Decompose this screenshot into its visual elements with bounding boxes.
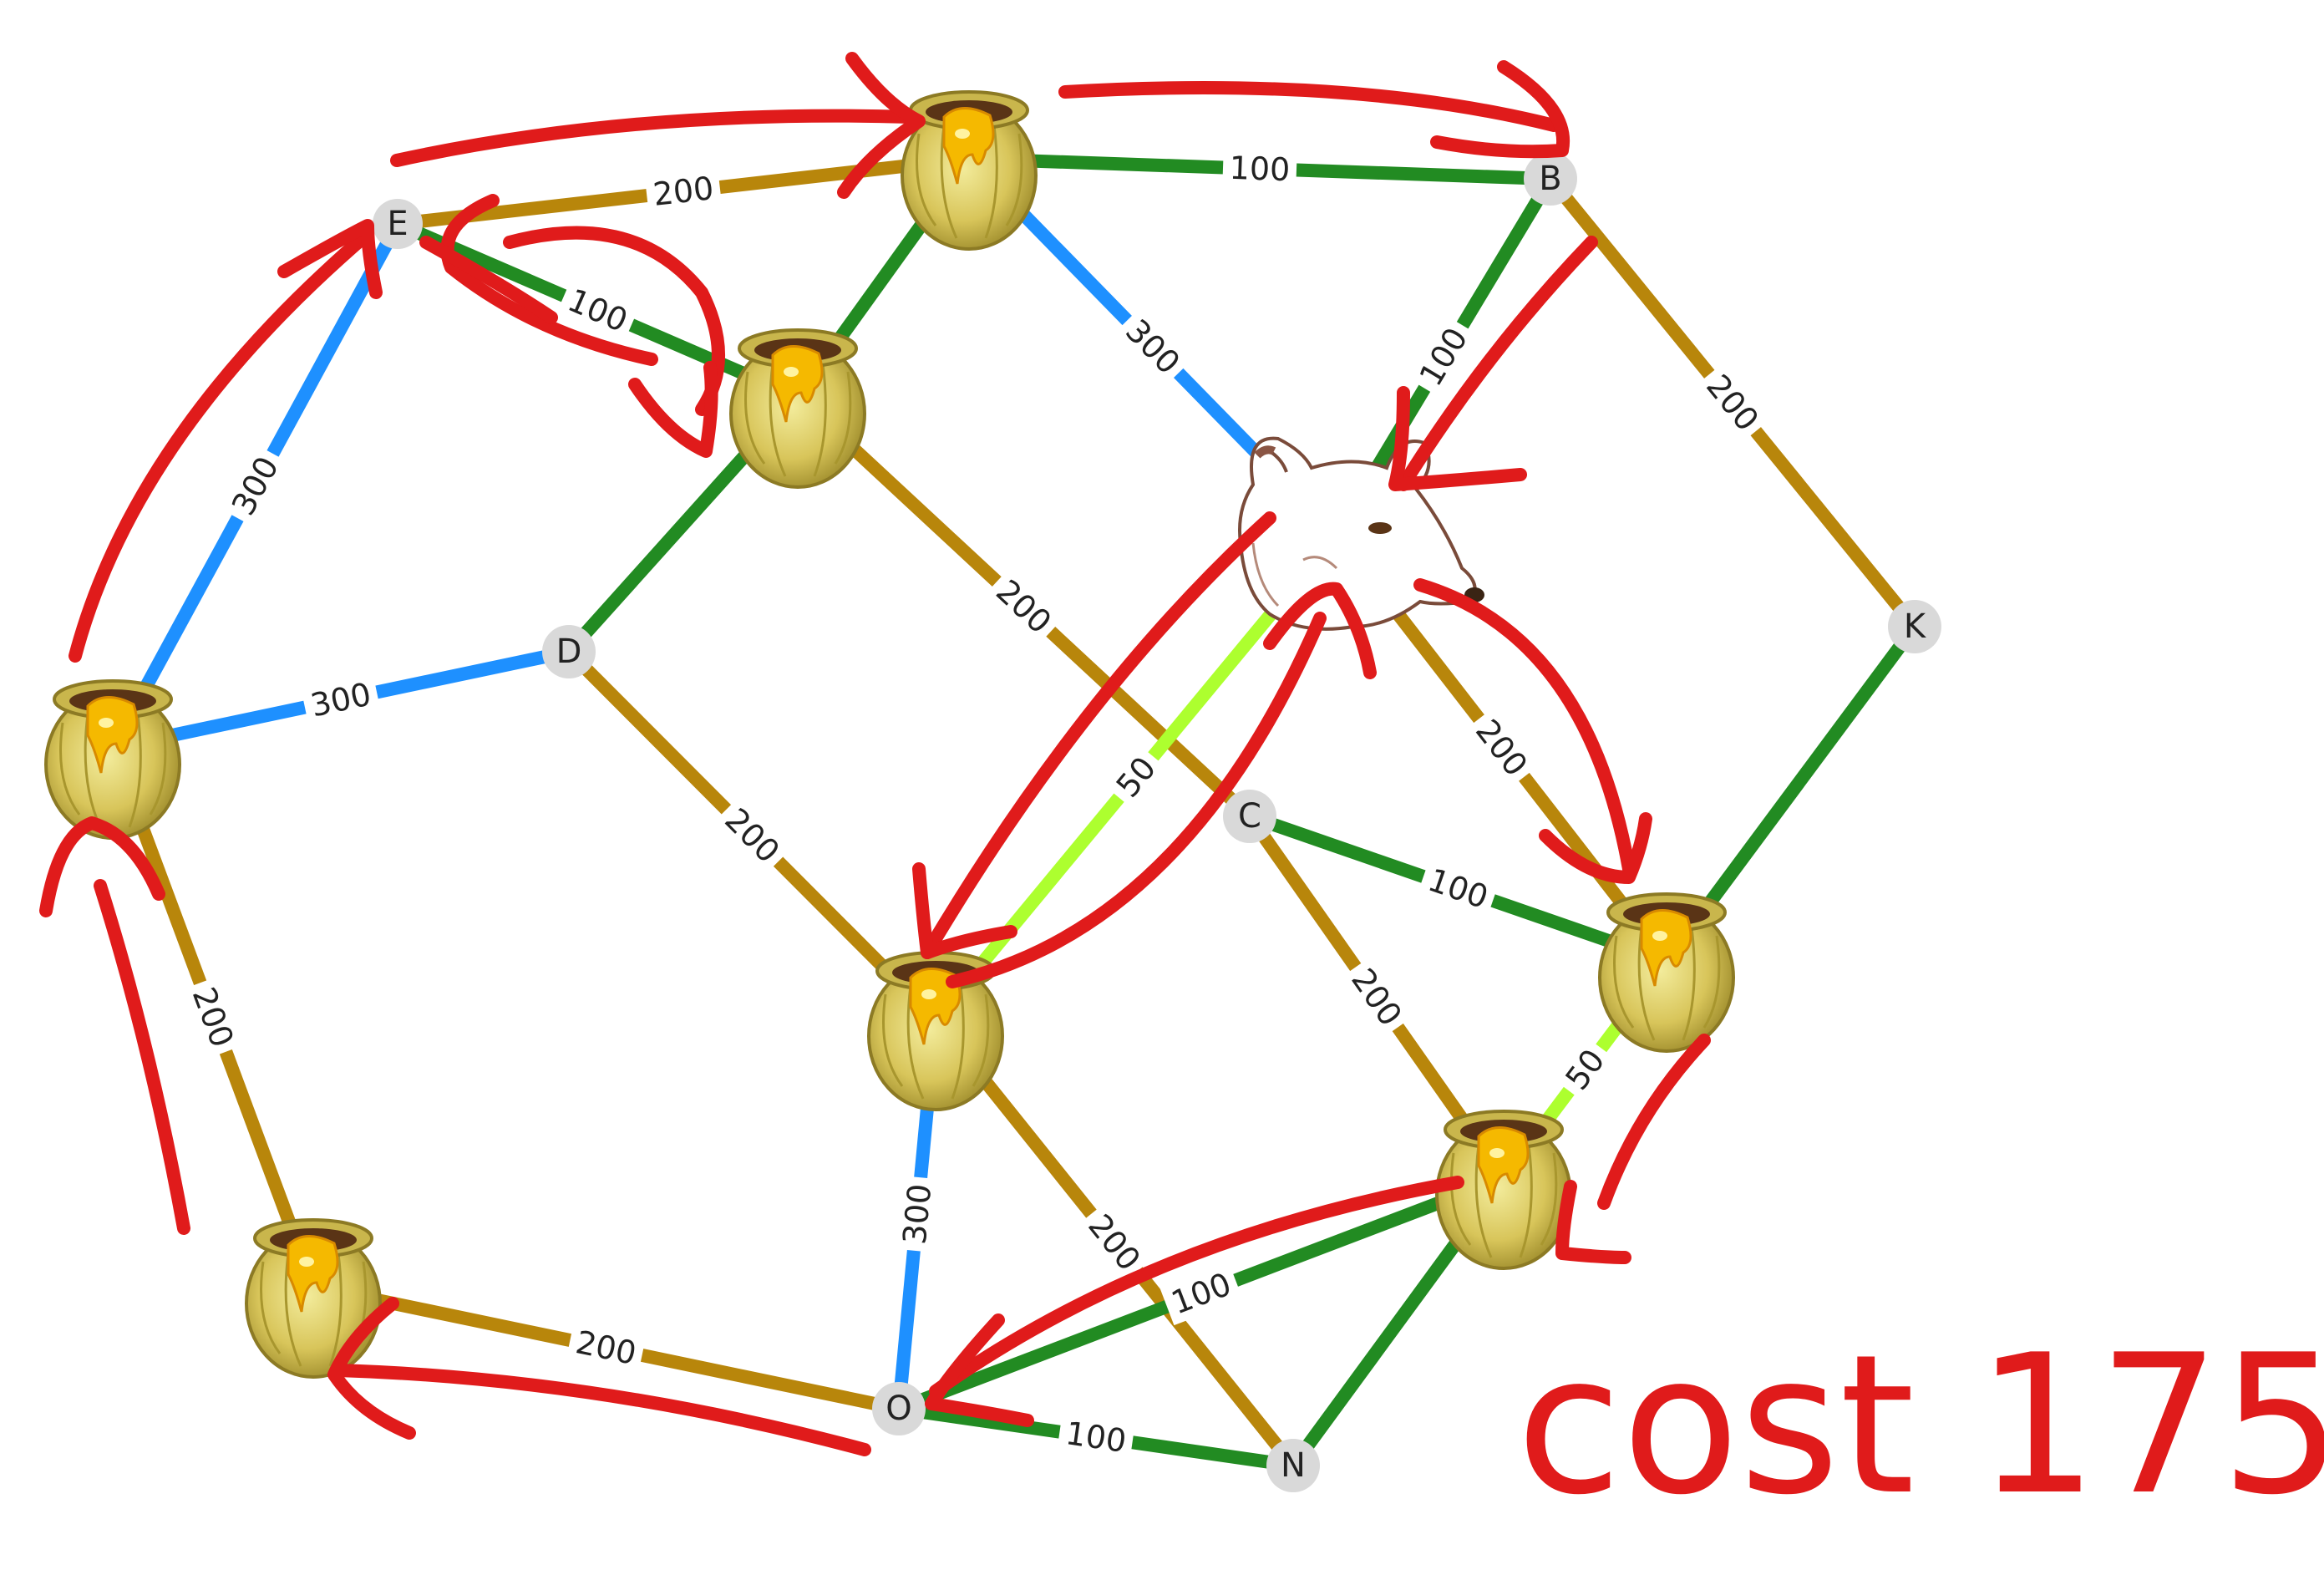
arrowhead (1430, 60, 1570, 159)
node-E: E (373, 199, 423, 249)
node-D: D (542, 625, 596, 678)
node-B: B (1524, 152, 1577, 206)
edge-weight-label: 300 (300, 672, 382, 728)
svg-text:100: 100 (1423, 861, 1493, 916)
node-O: O (872, 1382, 926, 1435)
route-arrow (390, 109, 917, 167)
route-arrow (1397, 236, 1598, 491)
honey-pot-icon (729, 328, 866, 489)
honey-pot-icon (245, 1218, 382, 1379)
route-arrows (39, 52, 1711, 1456)
arrowhead (39, 816, 165, 917)
arrowhead (1555, 1180, 1631, 1264)
node-K: K (1888, 600, 1941, 653)
svg-text:D: D (556, 633, 582, 671)
arrowhead (277, 219, 383, 299)
edge-weight-label: 300 (220, 444, 291, 528)
svg-text:B: B (1539, 160, 1561, 198)
honey-pot-icon (1598, 892, 1735, 1053)
cost-annotation: cost 1750 (1516, 1314, 2324, 1537)
arrowhead (1263, 582, 1377, 679)
svg-text:O: O (885, 1390, 911, 1428)
honey-pot-icon (1435, 1110, 1572, 1270)
svg-text:100: 100 (1229, 150, 1291, 188)
svg-text:K: K (1904, 607, 1927, 646)
route-arrow (1597, 1034, 1711, 1210)
honey-pot-icon (44, 679, 181, 840)
svg-text:C: C (1238, 797, 1261, 836)
edge-weight-label: 100 (1222, 147, 1297, 191)
arrowhead (628, 361, 718, 458)
edge-weight-label: 200 (181, 975, 245, 1059)
route-arrow (929, 1176, 1464, 1398)
arrowhead (912, 862, 1017, 959)
edge-weight-label: 100 (1057, 1411, 1135, 1463)
svg-text:100: 100 (1063, 1415, 1129, 1460)
route-arrow (1058, 81, 1560, 132)
route-arrow (921, 511, 1276, 959)
svg-text:200: 200 (573, 1324, 640, 1372)
arrowhead (1388, 386, 1527, 491)
route-arrow (332, 1364, 871, 1456)
node-C: C (1223, 790, 1276, 843)
route-arrow (946, 612, 1327, 988)
edge-weight-label: 100 (1417, 857, 1499, 920)
arrowhead (327, 1297, 416, 1440)
svg-text:200: 200 (185, 983, 241, 1052)
svg-text:300: 300 (307, 675, 374, 724)
svg-text:200: 200 (651, 170, 715, 213)
nodes-layer: E B K D C O N (373, 152, 1941, 1492)
edge-weight-label: 300 (893, 1175, 941, 1253)
edge-weight-label: 200 (566, 1320, 647, 1375)
svg-text:E: E (387, 205, 408, 243)
svg-text:100: 100 (1166, 1266, 1236, 1322)
route-arrow (1413, 578, 1636, 876)
node-N: N (1266, 1439, 1320, 1492)
svg-text:N: N (1281, 1446, 1306, 1485)
edge-weight-label: 200 (644, 167, 723, 216)
arrowhead (1539, 812, 1652, 884)
arrowhead (837, 52, 926, 199)
svg-text:300: 300 (896, 1182, 939, 1246)
route-arrow (419, 236, 558, 324)
arrowhead (925, 1313, 1034, 1427)
edge-weight-label: 100 (1159, 1261, 1243, 1326)
route-arrow (69, 227, 374, 663)
route-arrow (94, 879, 190, 1235)
route-arrow (440, 194, 658, 366)
